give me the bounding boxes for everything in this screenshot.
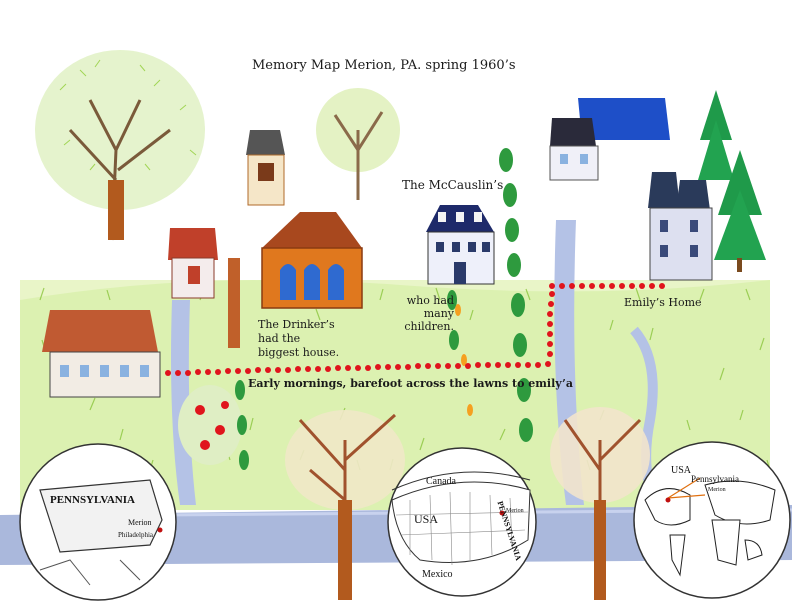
many-children-line: many children. (404, 307, 454, 333)
map-inset-icon (633, 441, 791, 599)
house-icon (228, 212, 363, 348)
many-children-line: who had (406, 294, 454, 307)
pine-tree-icon (698, 90, 766, 272)
world-usa-label: USA (671, 465, 692, 476)
usa-merion-label: Merion (506, 508, 524, 514)
usa-mexico-label: Mexico (422, 569, 453, 580)
world-merion-label: Merion (708, 487, 726, 493)
tree-icon (550, 407, 650, 600)
early-mornings-caption: Early mornings, barefoot across the lawn… (248, 377, 573, 390)
many-children-label: who had many children. (374, 294, 454, 333)
drinkers-label-line: had the (258, 332, 301, 345)
pa-philadelphia-label: Philadelphia (118, 531, 153, 539)
world-pennsylvania-label: Pennsylvania (691, 474, 739, 484)
map-inset-icon (387, 447, 537, 597)
house-icon (42, 310, 161, 398)
tree-icon (316, 88, 400, 200)
hedge (235, 148, 533, 470)
tree-icon (178, 385, 242, 465)
drinkers-label-line: The Drinker’s (258, 318, 335, 331)
drinkers-label: The Drinker’s had the biggest house. (258, 318, 348, 360)
usa-usa-label: USA (414, 512, 439, 526)
house-icon (168, 228, 218, 299)
mccauslins-label: The McCauslin’s (402, 178, 504, 192)
house-icon (246, 130, 285, 206)
map-inset-icon (19, 443, 177, 601)
house-icon (426, 205, 495, 285)
tree-icon (285, 410, 405, 600)
drinkers-label-line: biggest house. (258, 346, 340, 359)
house-icon (648, 172, 713, 281)
tree-icon (35, 50, 205, 241)
pa-merion-label: Merion (128, 518, 152, 527)
pa-state-label: PENNSYLVANIA (50, 494, 135, 506)
usa-canada-label: Canada (426, 476, 456, 487)
hedge (455, 304, 473, 416)
house-icon (549, 98, 670, 181)
barefoot-path (165, 283, 665, 376)
emilys-home-label: Emily’s Home (624, 296, 702, 309)
map-title: Memory Map Merion, PA. spring 1960’s (252, 58, 516, 73)
